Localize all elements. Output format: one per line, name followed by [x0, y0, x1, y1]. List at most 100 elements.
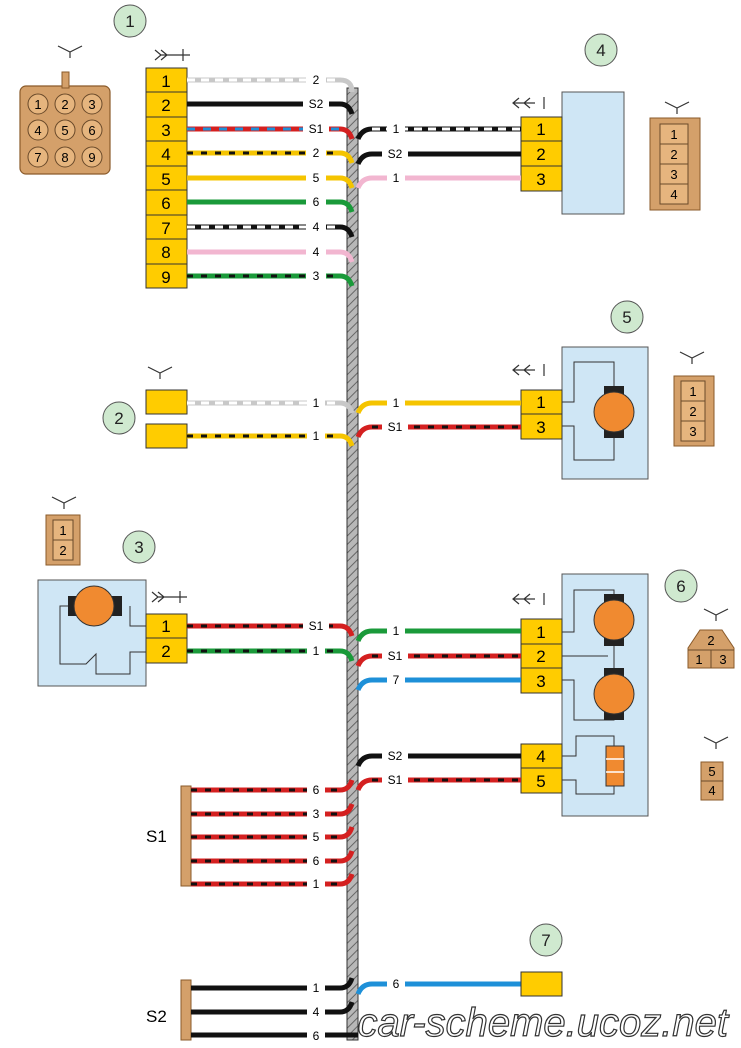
connector-7-wire-labels: 6 — [387, 976, 405, 991]
watermark: car-scheme.ucoz.net — [357, 1001, 729, 1045]
splice-s2-bar — [180, 979, 192, 1041]
connector-3-pin-2: 2 — [161, 642, 170, 661]
svg-text:1: 1 — [695, 652, 702, 667]
connector-5-pin-1: 1 — [536, 393, 545, 412]
connector-1-pin-6: 6 — [161, 194, 170, 213]
svg-text:5: 5 — [61, 123, 68, 138]
svg-text:S1: S1 — [388, 420, 403, 434]
callout-5: 5 — [610, 300, 644, 334]
svg-text:1: 1 — [59, 523, 66, 538]
connector-2-wires — [187, 400, 355, 447]
svg-text:S1: S1 — [388, 649, 403, 663]
connector-1-symbol — [154, 49, 190, 61]
connector-2-pins — [145, 389, 188, 449]
svg-text:S2: S2 — [309, 97, 324, 111]
connector-4-pins: 1 2 3 — [520, 116, 563, 192]
callout-6: 6 — [664, 569, 698, 603]
connector-6-housing-b: 5 4 — [700, 736, 729, 801]
svg-text:1: 1 — [313, 396, 320, 410]
callout-7-label: 7 — [541, 931, 550, 950]
svg-text:3: 3 — [689, 424, 696, 439]
connector-1-housing: 1 2 3 4 5 6 7 8 9 — [19, 45, 111, 175]
connector-5-pins: 1 3 — [520, 389, 563, 440]
connector-6-pin-1: 1 — [536, 623, 545, 642]
connector-4-housing: 1 2 3 4 — [649, 101, 701, 211]
connector-7-pin — [520, 971, 563, 997]
svg-text:1: 1 — [313, 981, 320, 995]
splice-s1-wire-labels: 6 3 5 6 1 — [307, 782, 325, 891]
svg-text:S2: S2 — [388, 749, 403, 763]
connector-4-wires — [355, 126, 521, 190]
component-5-circuit — [562, 361, 615, 461]
connector-4-wire-labels: 1 S2 1 — [382, 121, 408, 185]
connector-1-wires — [187, 77, 355, 287]
splice-s2-wires — [191, 977, 358, 1038]
splice-s1-label: S1 — [146, 827, 167, 846]
svg-text:5: 5 — [313, 830, 320, 844]
svg-text:7: 7 — [34, 150, 41, 165]
svg-text:2: 2 — [707, 633, 714, 648]
svg-text:4: 4 — [708, 783, 715, 798]
callout-6-label: 6 — [676, 577, 685, 596]
svg-text:2: 2 — [670, 147, 677, 162]
connector-6-pin-2: 2 — [536, 647, 545, 666]
connector-1-wire-labels: 2 S2 S1 2 5 6 4 4 3 — [303, 72, 329, 283]
connector-5-wires — [355, 400, 521, 439]
callout-2-label: 2 — [114, 409, 123, 428]
component-3-circuit — [59, 605, 146, 675]
connector-1-pins: 1 2 3 4 5 6 7 8 9 — [145, 67, 188, 289]
connector-5-wire-labels: 1 S1 — [382, 395, 408, 434]
svg-text:6: 6 — [313, 1029, 320, 1043]
connector-3-pins: 1 2 — [145, 613, 188, 664]
splice-s2-wire-labels: 1 4 6 — [307, 980, 325, 1043]
svg-text:S1: S1 — [309, 122, 324, 136]
connector-6-pin-3: 3 — [536, 672, 545, 691]
connector-3-wire-labels: S1 1 — [303, 618, 329, 658]
svg-text:3: 3 — [88, 97, 95, 112]
connector-4-pin-2: 2 — [536, 145, 545, 164]
svg-text:6: 6 — [88, 123, 95, 138]
callout-7: 7 — [529, 923, 563, 957]
connector-6-wire-labels: 1 S1 7 S2 S1 — [382, 623, 408, 787]
component-6-circuit — [562, 589, 615, 795]
splice-s2-label: S2 — [146, 1007, 167, 1026]
callout-5-label: 5 — [622, 308, 631, 327]
callout-4: 4 — [584, 33, 618, 67]
svg-text:1: 1 — [689, 384, 696, 399]
svg-text:1: 1 — [393, 396, 400, 410]
svg-text:4: 4 — [313, 220, 320, 234]
connector-2-symbol — [147, 366, 173, 379]
svg-text:6: 6 — [313, 195, 320, 209]
connector-1-housing-pins: 1 2 3 4 5 6 7 8 9 — [27, 93, 103, 168]
callout-1: 1 — [113, 4, 147, 38]
connector-1-pin-7: 7 — [161, 219, 170, 238]
connector-6-pin-4: 4 — [536, 747, 545, 766]
svg-text:4: 4 — [313, 1005, 320, 1019]
splice-s1-bar — [180, 785, 192, 887]
svg-text:1: 1 — [393, 624, 400, 638]
connector-1-pin-5: 5 — [161, 170, 170, 189]
connector-4-symbol — [512, 97, 545, 109]
svg-text:2: 2 — [313, 73, 320, 87]
motor-5-icon — [593, 386, 635, 438]
svg-text:9: 9 — [88, 150, 95, 165]
svg-text:1: 1 — [313, 877, 320, 891]
connector-6-housing-a: 2 1 3 — [687, 608, 735, 669]
connector-6-pins: 1 2 3 4 5 — [520, 618, 563, 794]
component-4-body — [561, 91, 625, 215]
svg-text:5: 5 — [708, 764, 715, 779]
svg-text:2: 2 — [59, 543, 66, 558]
svg-text:6: 6 — [313, 854, 320, 868]
callout-4-label: 4 — [596, 41, 605, 60]
callout-1-label: 1 — [125, 12, 134, 31]
svg-text:6: 6 — [313, 783, 320, 797]
svg-text:3: 3 — [670, 167, 677, 182]
connector-6-pin-5: 5 — [536, 772, 545, 791]
svg-text:4: 4 — [313, 245, 320, 259]
connector-6-wires — [355, 628, 521, 792]
connector-5-housing: 1 2 3 — [673, 351, 715, 447]
connector-1-pin-3: 3 — [161, 121, 170, 140]
svg-text:8: 8 — [61, 150, 68, 165]
connector-3-pin-1: 1 — [161, 617, 170, 636]
